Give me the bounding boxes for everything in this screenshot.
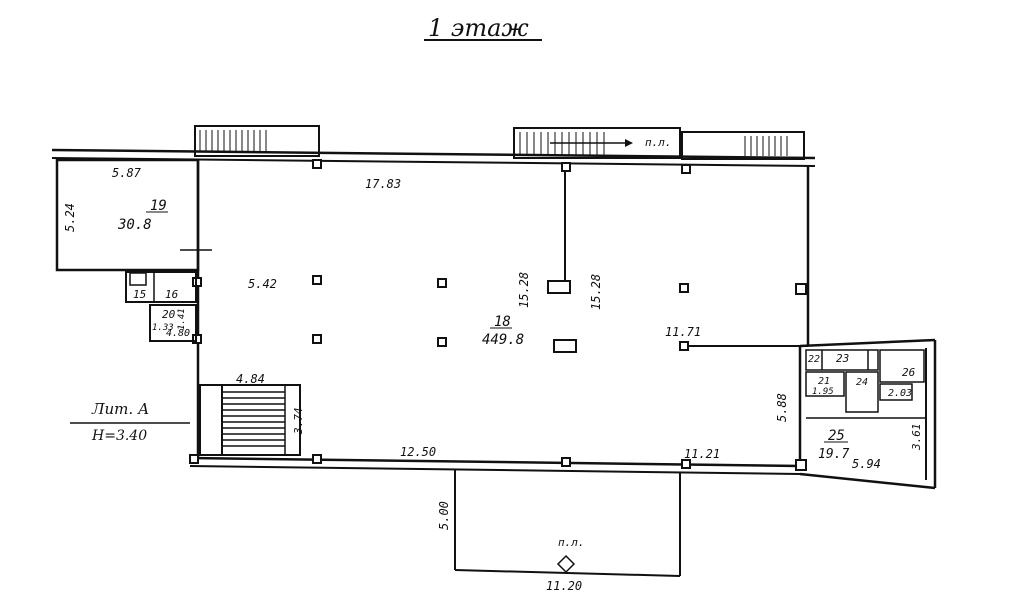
dim-3-61: 3.61 <box>910 424 923 452</box>
dim-11-20: 11.20 <box>546 579 582 593</box>
dim-4-84: 4.84 <box>236 372 265 386</box>
north-stair-right <box>681 131 805 160</box>
dim-11-71: 11.71 <box>665 325 701 339</box>
dim-2-03: 2.03 <box>888 388 912 399</box>
room-24: 24 <box>856 377 868 388</box>
main-hall-walls <box>189 160 810 475</box>
stair-south-west: 4.84 3.74 <box>199 372 305 456</box>
room-25-number: 25 <box>828 428 845 444</box>
label-pl-bottom: п.л. <box>558 536 585 549</box>
dim-12-50: 12.50 <box>400 445 436 459</box>
room-22: 22 <box>808 354 820 365</box>
room-26: 26 <box>902 366 916 379</box>
room-20-dim: 4.80 <box>166 328 190 339</box>
dim-5-42: 5.42 <box>248 277 277 291</box>
room-18-number: 18 <box>494 314 511 330</box>
lit-label: Лит. А <box>91 400 149 418</box>
label-pl-top: п.л. <box>645 136 672 149</box>
room-23: 23 <box>836 352 849 365</box>
dim-17-83: 17.83 <box>365 177 401 191</box>
room-25-area: 19.7 <box>818 447 849 462</box>
room-18-area: 449.8 <box>482 332 524 348</box>
room-19-number: 19 <box>150 198 167 214</box>
room-19: 5.87 5.24 19 30.8 <box>55 158 200 272</box>
dim-5-94: 5.94 <box>852 457 881 471</box>
dim-11-21: 11.21 <box>684 447 720 461</box>
elevation-marker <box>556 554 576 574</box>
right-wing: 22 23 24 26 21 1.95 2.03 25 19.7 5.94 3.… <box>799 338 937 490</box>
dim-1-41: 1.41 <box>177 308 187 330</box>
room-16: 16 <box>165 288 179 301</box>
dim-15-28-right: 15.28 <box>589 274 603 310</box>
dim-5-24: 5.24 <box>63 203 77 232</box>
height-label: Н=3.40 <box>91 428 147 444</box>
room-21-dim: 1.95 <box>812 387 834 397</box>
small-rooms-left: 15 16 20 1.33 4.80 1.41 <box>125 271 197 342</box>
room-15: 15 <box>133 288 146 301</box>
room-21: 21 <box>818 376 830 387</box>
room-20: 20 <box>162 308 176 321</box>
dim-1-33: 1.33 <box>152 323 174 333</box>
dim-3-74: 3.74 <box>292 408 305 436</box>
dim-5-87: 5.87 <box>112 166 142 180</box>
north-stair-left <box>194 125 320 157</box>
dim-15-28-left: 15.28 <box>517 272 531 308</box>
room-19-area: 30.8 <box>117 217 152 233</box>
dim-5-88: 5.88 <box>775 393 789 422</box>
dim-5-00: 5.00 <box>437 501 451 530</box>
south-platform: 5.00 п.л. 11.20 <box>437 470 681 593</box>
north-ramp <box>513 127 681 159</box>
plan-title: 1 этаж <box>428 14 529 42</box>
